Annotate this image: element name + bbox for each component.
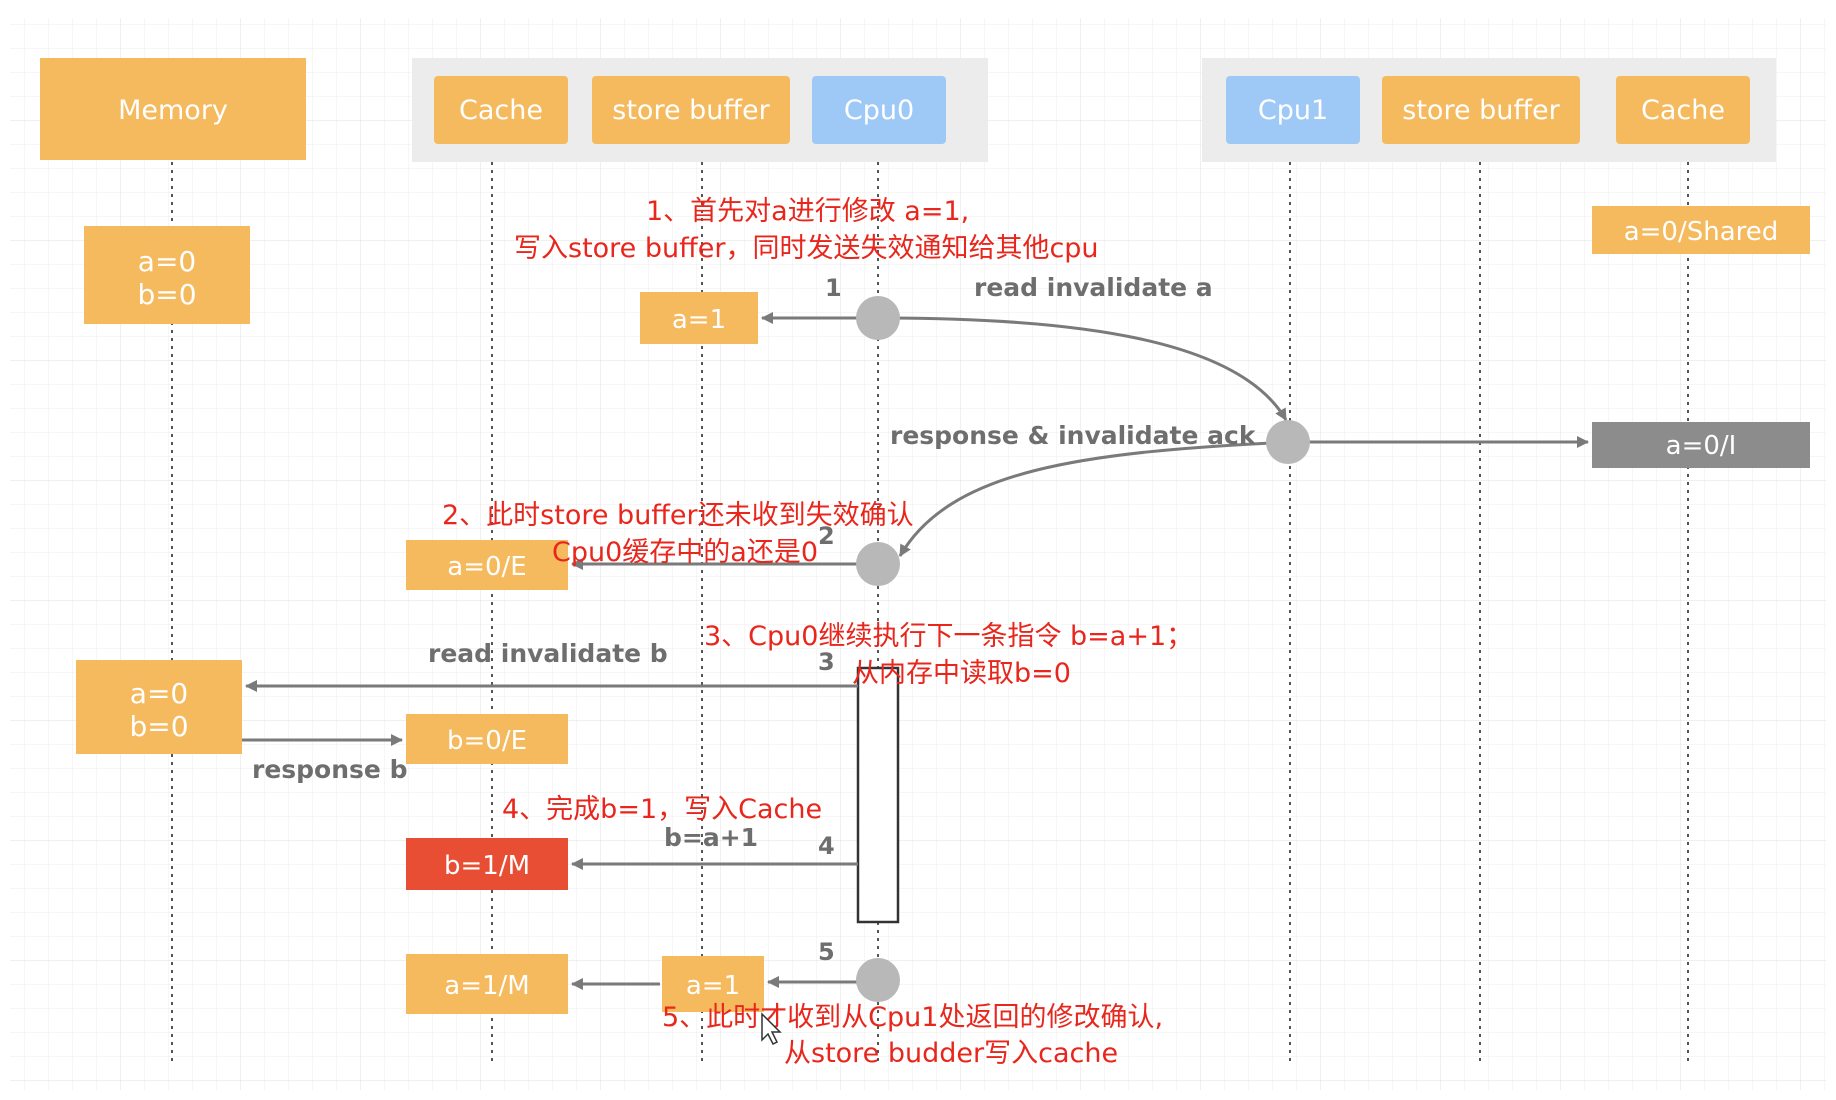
header-store-buffer1-label: store buffer	[1402, 95, 1560, 126]
step-number-5: 5	[818, 938, 835, 966]
state-memory-read-b: b=0	[129, 710, 188, 743]
annotation-3-line2: 从内存中读取b=0	[852, 658, 1071, 689]
annotation-2-line1: 2、此时store buffer还未收到失效确认	[442, 500, 914, 531]
annotation-2-line2: Cpu0缓存中的a还是0	[552, 537, 818, 568]
state-store-buffer-a1-final-label: a=1	[686, 971, 740, 1001]
step-number-4: 4	[818, 832, 835, 860]
step-numbers: 1 2 3 4 5	[818, 274, 842, 966]
step-circle-ack	[1266, 420, 1310, 464]
step-number-2: 2	[818, 522, 835, 550]
mouse-cursor-icon	[761, 1012, 782, 1046]
state-memory-read-a: a=0	[130, 677, 188, 710]
message-read-invalidate-b: read invalidate b	[428, 639, 668, 668]
step-circle-5	[856, 958, 900, 1002]
message-response-invalidate-ack: response & invalidate ack	[890, 421, 1257, 450]
message-response-b: response b	[252, 755, 407, 784]
annotation-4-line1: 4、完成b=1，写入Cache	[502, 794, 822, 825]
state-cache-a-exclusive-label: a=0/E	[447, 552, 526, 582]
state-cpu1-cache-invalid-label: a=0/I	[1666, 431, 1737, 461]
state-cache-b-exclusive: b=0/E	[406, 714, 568, 764]
step-number-1: 1	[825, 274, 842, 302]
grid-background	[10, 18, 1826, 1090]
state-cache-b-modified: b=1/M	[406, 838, 568, 890]
header-cache1-label: Cache	[1641, 95, 1725, 126]
annotation-3-line1: 3、Cpu0继续执行下一条指令 b=a+1；	[704, 621, 1193, 652]
lifelines	[171, 162, 1689, 1062]
state-memory-initial: a=0 b=0	[84, 226, 250, 324]
annotations: 1、首先对a进行修改 a=1, 写入store buffer，同时发送失效通知给…	[442, 196, 1193, 1069]
header-cpu1: Cpu1	[1226, 76, 1360, 144]
annotation-1-line2: 写入store buffer，同时发送失效通知给其他cpu	[514, 233, 1099, 264]
step-circles	[856, 296, 1310, 1002]
cpu0-activation-bar	[856, 666, 900, 924]
state-cpu1-cache-shared: a=0/Shared	[1592, 206, 1810, 254]
header-cpu1-label: Cpu1	[1258, 95, 1328, 126]
state-cache-b-modified-label: b=1/M	[444, 851, 530, 881]
step-number-3: 3	[818, 648, 835, 676]
step-circle-2	[856, 542, 900, 586]
state-cache-a-modified-label: a=1/M	[444, 971, 529, 1001]
header-cache0: Cache	[434, 76, 568, 144]
header-cpu0: Cpu0	[812, 76, 946, 144]
header-memory: Memory	[40, 58, 306, 160]
message-read-invalidate-a: read invalidate a	[974, 273, 1213, 302]
arrow-read-invalidate-a	[879, 316, 1288, 421]
annotation-5-line1: 5、此时才收到从Cpu1处返回的修改确认,	[662, 1002, 1163, 1033]
arrows	[242, 312, 1589, 990]
step-circle-1	[856, 296, 900, 340]
state-store-buffer-a1: a=1	[640, 292, 758, 344]
state-cpu1-cache-shared-label: a=0/Shared	[1624, 217, 1779, 247]
state-cache-a-exclusive: a=0/E	[406, 540, 568, 590]
header-store-buffer1: store buffer	[1382, 76, 1580, 144]
annotation-5-line2: 从store budder写入cache	[784, 1038, 1118, 1069]
header-store-buffer0-label: store buffer	[612, 95, 770, 126]
header-cache1: Cache	[1616, 76, 1750, 144]
message-b-eq-a-plus-1: b=a+1	[664, 823, 758, 852]
state-cpu1-cache-invalid: a=0/I	[1592, 422, 1810, 468]
annotation-1-line1: 1、首先对a进行修改 a=1,	[646, 196, 969, 227]
header-store-buffer0: store buffer	[592, 76, 790, 144]
header-cache0-label: Cache	[459, 95, 543, 126]
state-store-buffer-a1-label: a=1	[672, 305, 726, 335]
state-cache-b-exclusive-label: b=0/E	[447, 726, 527, 756]
arrow-response-invalidate-ack	[898, 440, 1291, 557]
header-memory-label: Memory	[118, 95, 228, 126]
state-memory-read: a=0 b=0	[76, 660, 242, 754]
message-labels: read invalidate a response & invalidate …	[252, 273, 1257, 852]
state-cache-a-modified: a=1/M	[406, 954, 568, 1014]
header-cpu0-label: Cpu0	[844, 95, 914, 126]
state-store-buffer-a1-final: a=1	[662, 956, 764, 1012]
state-memory-initial-b: b=0	[137, 278, 196, 311]
state-memory-initial-a: a=0	[138, 245, 196, 278]
